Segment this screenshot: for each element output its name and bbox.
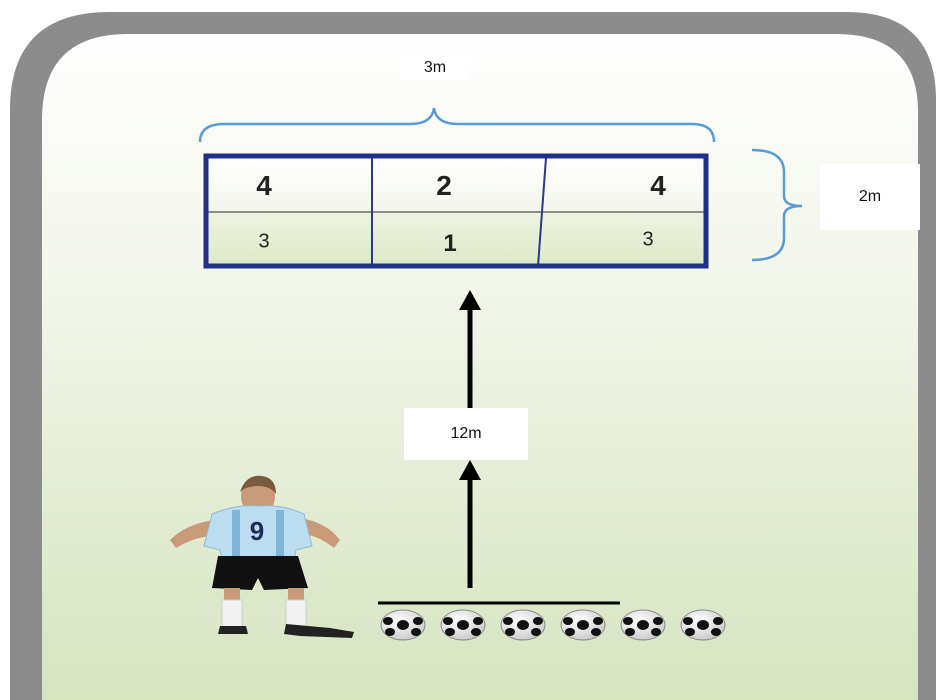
soccer-ball [380,609,426,641]
soccer-ball [680,609,726,641]
panel [42,34,918,700]
cell-top-left: 4 [256,170,272,201]
soccer-ball [560,609,606,641]
balls-row [380,609,726,641]
height-brace [751,148,803,262]
cell-top-center: 2 [436,170,452,201]
jersey-number: 9 [250,516,264,546]
player-figure: 9 [170,475,354,638]
width-label: 3m [400,56,470,80]
distance-arrow [459,290,481,588]
target-grid [203,153,709,269]
distance-label: 12m [404,408,528,460]
cell-top-right: 4 [650,170,666,201]
width-brace [198,107,716,143]
height-label: 2m [820,164,920,230]
cell-bottom-left: 3 [258,230,270,253]
soccer-ball [440,609,486,641]
cell-bottom-center: 1 [443,230,457,257]
soccer-ball [500,609,546,641]
cell-bottom-right: 3 [642,228,654,251]
soccer-ball [620,609,666,641]
